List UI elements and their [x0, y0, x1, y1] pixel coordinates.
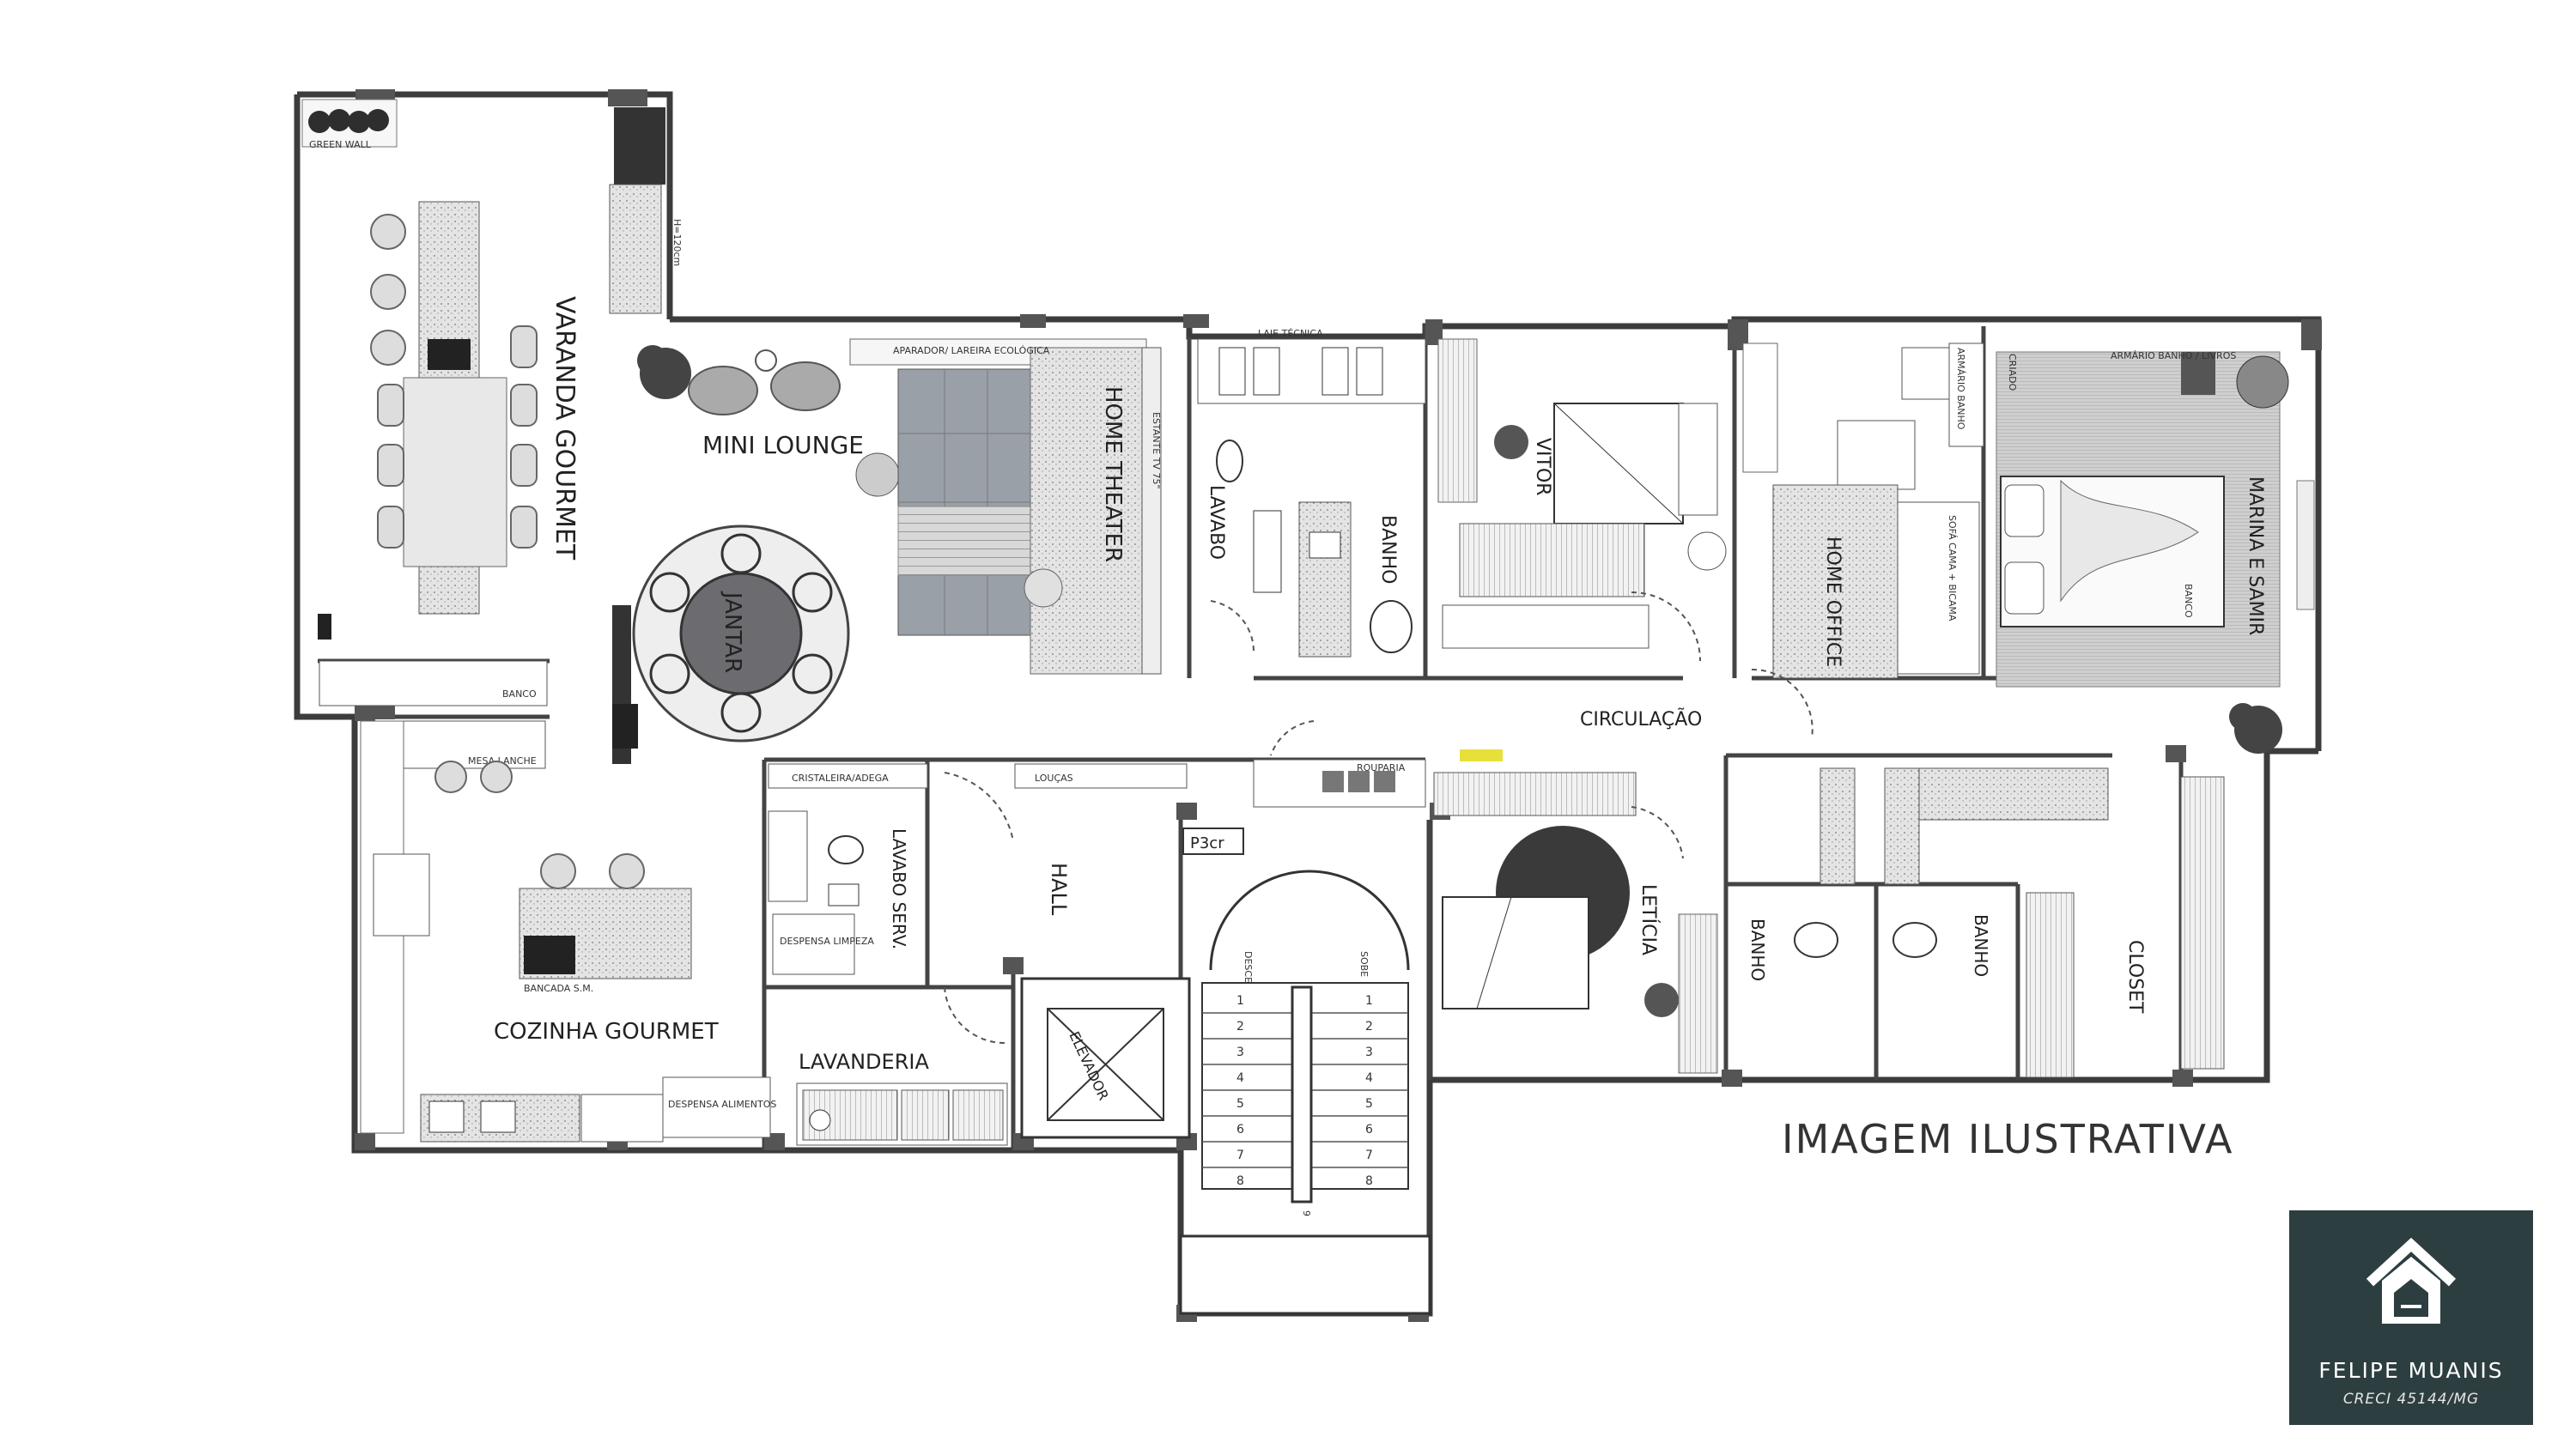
despensa-alimentos-label: DESPENSA ALIMENTOS [668, 1099, 776, 1110]
room-label-hall: HALL [1047, 863, 1071, 916]
brand-creci: CRECI 45144/MG [2342, 1391, 2480, 1408]
circulacao: CIRCULAÇÃO ROUPARIA [1253, 591, 1814, 816]
living-area: MINI LOUNGE JANTAR HOME THEATER APARADOR… [612, 338, 1162, 803]
chairs [370, 214, 538, 549]
suite-marina-samir: MARINA E SAMIR ARMÁRIO BANHO / LIVROS CR… [1996, 350, 2315, 754]
home-office: HOME OFFICE SOFÁ CAMA + BICAMA ARMÁRIO B… [1742, 343, 1984, 679]
bedroom-vitor: VITOR [1437, 338, 1727, 649]
plants-icon [308, 109, 389, 133]
step-number: 8 [1236, 1174, 1244, 1188]
varanda-gourmet: VARANDA GOURMET GREEN WALL H=120cm [301, 99, 683, 706]
step-number: 1 [1365, 994, 1373, 1008]
sobe-label: SOBE [1358, 951, 1370, 977]
mesa-lanche-label: MESA LANCHE [468, 755, 537, 767]
desce-step-numbers: 1 2 3 4 5 6 7 8 [1236, 994, 1244, 1188]
house-icon [2366, 1237, 2457, 1324]
step-number: 1 [1236, 994, 1244, 1008]
estante-label: ESTANTE TV 75" [1151, 412, 1162, 489]
sobe-step-numbers: 1 2 3 4 5 6 7 8 [1365, 994, 1373, 1188]
step-number: 5 [1236, 1097, 1244, 1111]
laje-label: LAJE TÉCNICA [1258, 328, 1323, 339]
room-label-cozinha: COZINHA GOURMET [494, 1019, 719, 1045]
criado-label: CRIADO [2007, 354, 2018, 391]
hall-core: HALL P3cr ELEVADOR DESCE SOBE 1 2 3 4 5 … [1020, 828, 1431, 1315]
rouparia-label: ROUPARIA [1357, 762, 1406, 773]
green-wall-label: GREEN WALL [309, 139, 372, 150]
room-label-banho-b: BANHO [1971, 914, 1991, 977]
dining-chairs [649, 533, 833, 733]
step-number: 3 [1236, 1046, 1244, 1059]
armario-livros-label: ARMÁRIO BANHO / LIVROS [2111, 350, 2236, 361]
cristaleira-label: CRISTALEIRA/ADEGA [792, 773, 889, 784]
step-number: 8 [1365, 1174, 1373, 1188]
brand-name: FELIPE MUANIS [2318, 1358, 2504, 1383]
cozinha-gourmet: MESA LANCHE BANCO COZINHA GOURMET DESPEN… [360, 688, 776, 1143]
plant-icon [637, 345, 691, 399]
step-number: 4 [1365, 1071, 1373, 1085]
step-number: 6 [1365, 1123, 1373, 1137]
bancada-label: BANCADA S.M. [524, 983, 593, 994]
service-area: CRISTALEIRA/ADEGA LOUÇAS LAVABO SERV. DE… [768, 763, 1188, 1045]
h120-label: H=120cm [671, 219, 683, 266]
room-label-lavabo-serv: LAVABO SERV. [889, 828, 909, 949]
step-number: 2 [1236, 1020, 1244, 1034]
room-label-home-office: HOME OFFICE [1822, 537, 1844, 667]
armario-banho-label: ARMÁRIO BANHO [1955, 348, 1966, 430]
room-label-leticia: LETÍCIA [1637, 884, 1660, 955]
room-label-mini-lounge: MINI LOUNGE [702, 431, 864, 459]
step-number: 7 [1236, 1149, 1244, 1162]
room-label-varanda: VARANDA GOURMET [550, 296, 580, 561]
room-label-home-theater: HOME THEATER [1100, 386, 1126, 562]
plant-icon [2229, 703, 2282, 754]
step-number: 6 [1236, 1123, 1244, 1137]
room-label-closet: CLOSET [2124, 940, 2146, 1014]
landing-number: 9 [1301, 1210, 1312, 1216]
lounge-chairs [688, 349, 841, 415]
step-number: 5 [1365, 1097, 1373, 1111]
bedroom-leticia: LETÍCIA [1442, 806, 1718, 1074]
room-label-marina-samir: MARINA E SAMIR [2245, 476, 2266, 635]
sofa-cama-label: SOFÁ CAMA + BICAMA [1947, 515, 1958, 621]
step-number: 3 [1365, 1046, 1373, 1059]
lavanderia: LAVANDERIA [796, 1050, 1008, 1146]
banco-label: BANCO [502, 688, 537, 700]
room-label-vitor: VITOR [1532, 438, 1553, 496]
brand-box: FELIPE MUANIS CRECI 45144/MG [2289, 1210, 2533, 1425]
p3-label: P3cr [1190, 834, 1224, 852]
room-label-banho-social: BANHO [1377, 515, 1399, 584]
despensa-limpeza-label: DESPENSA LIMPEZA [780, 936, 874, 947]
loucas-label: LOUÇAS [1035, 773, 1073, 784]
aparador-label: APARADOR/ LAREIRA ECOLÓGICA [893, 345, 1050, 356]
suite-baths: BANHO BANHO CLOSET [1747, 767, 2225, 1078]
room-label-lavanderia: LAVANDERIA [799, 1050, 929, 1074]
step-number: 7 [1365, 1149, 1373, 1162]
lavabo-banho: LAJE TÉCNICA LAVABO BANHO [1197, 328, 1426, 658]
step-number: 2 [1365, 1020, 1373, 1034]
desce-label: DESCE [1242, 951, 1254, 983]
room-label-circulacao: CIRCULAÇÃO [1580, 707, 1702, 731]
room-label-jantar: JANTAR [720, 591, 745, 673]
caption: IMAGEM ILUSTRATIVA [1782, 1116, 2234, 1162]
room-label-lavabo: LAVABO [1206, 485, 1227, 560]
step-number: 4 [1236, 1071, 1244, 1085]
banco-quarto-label: BANCO [2183, 584, 2194, 618]
room-label-banho-a: BANHO [1747, 919, 1768, 981]
